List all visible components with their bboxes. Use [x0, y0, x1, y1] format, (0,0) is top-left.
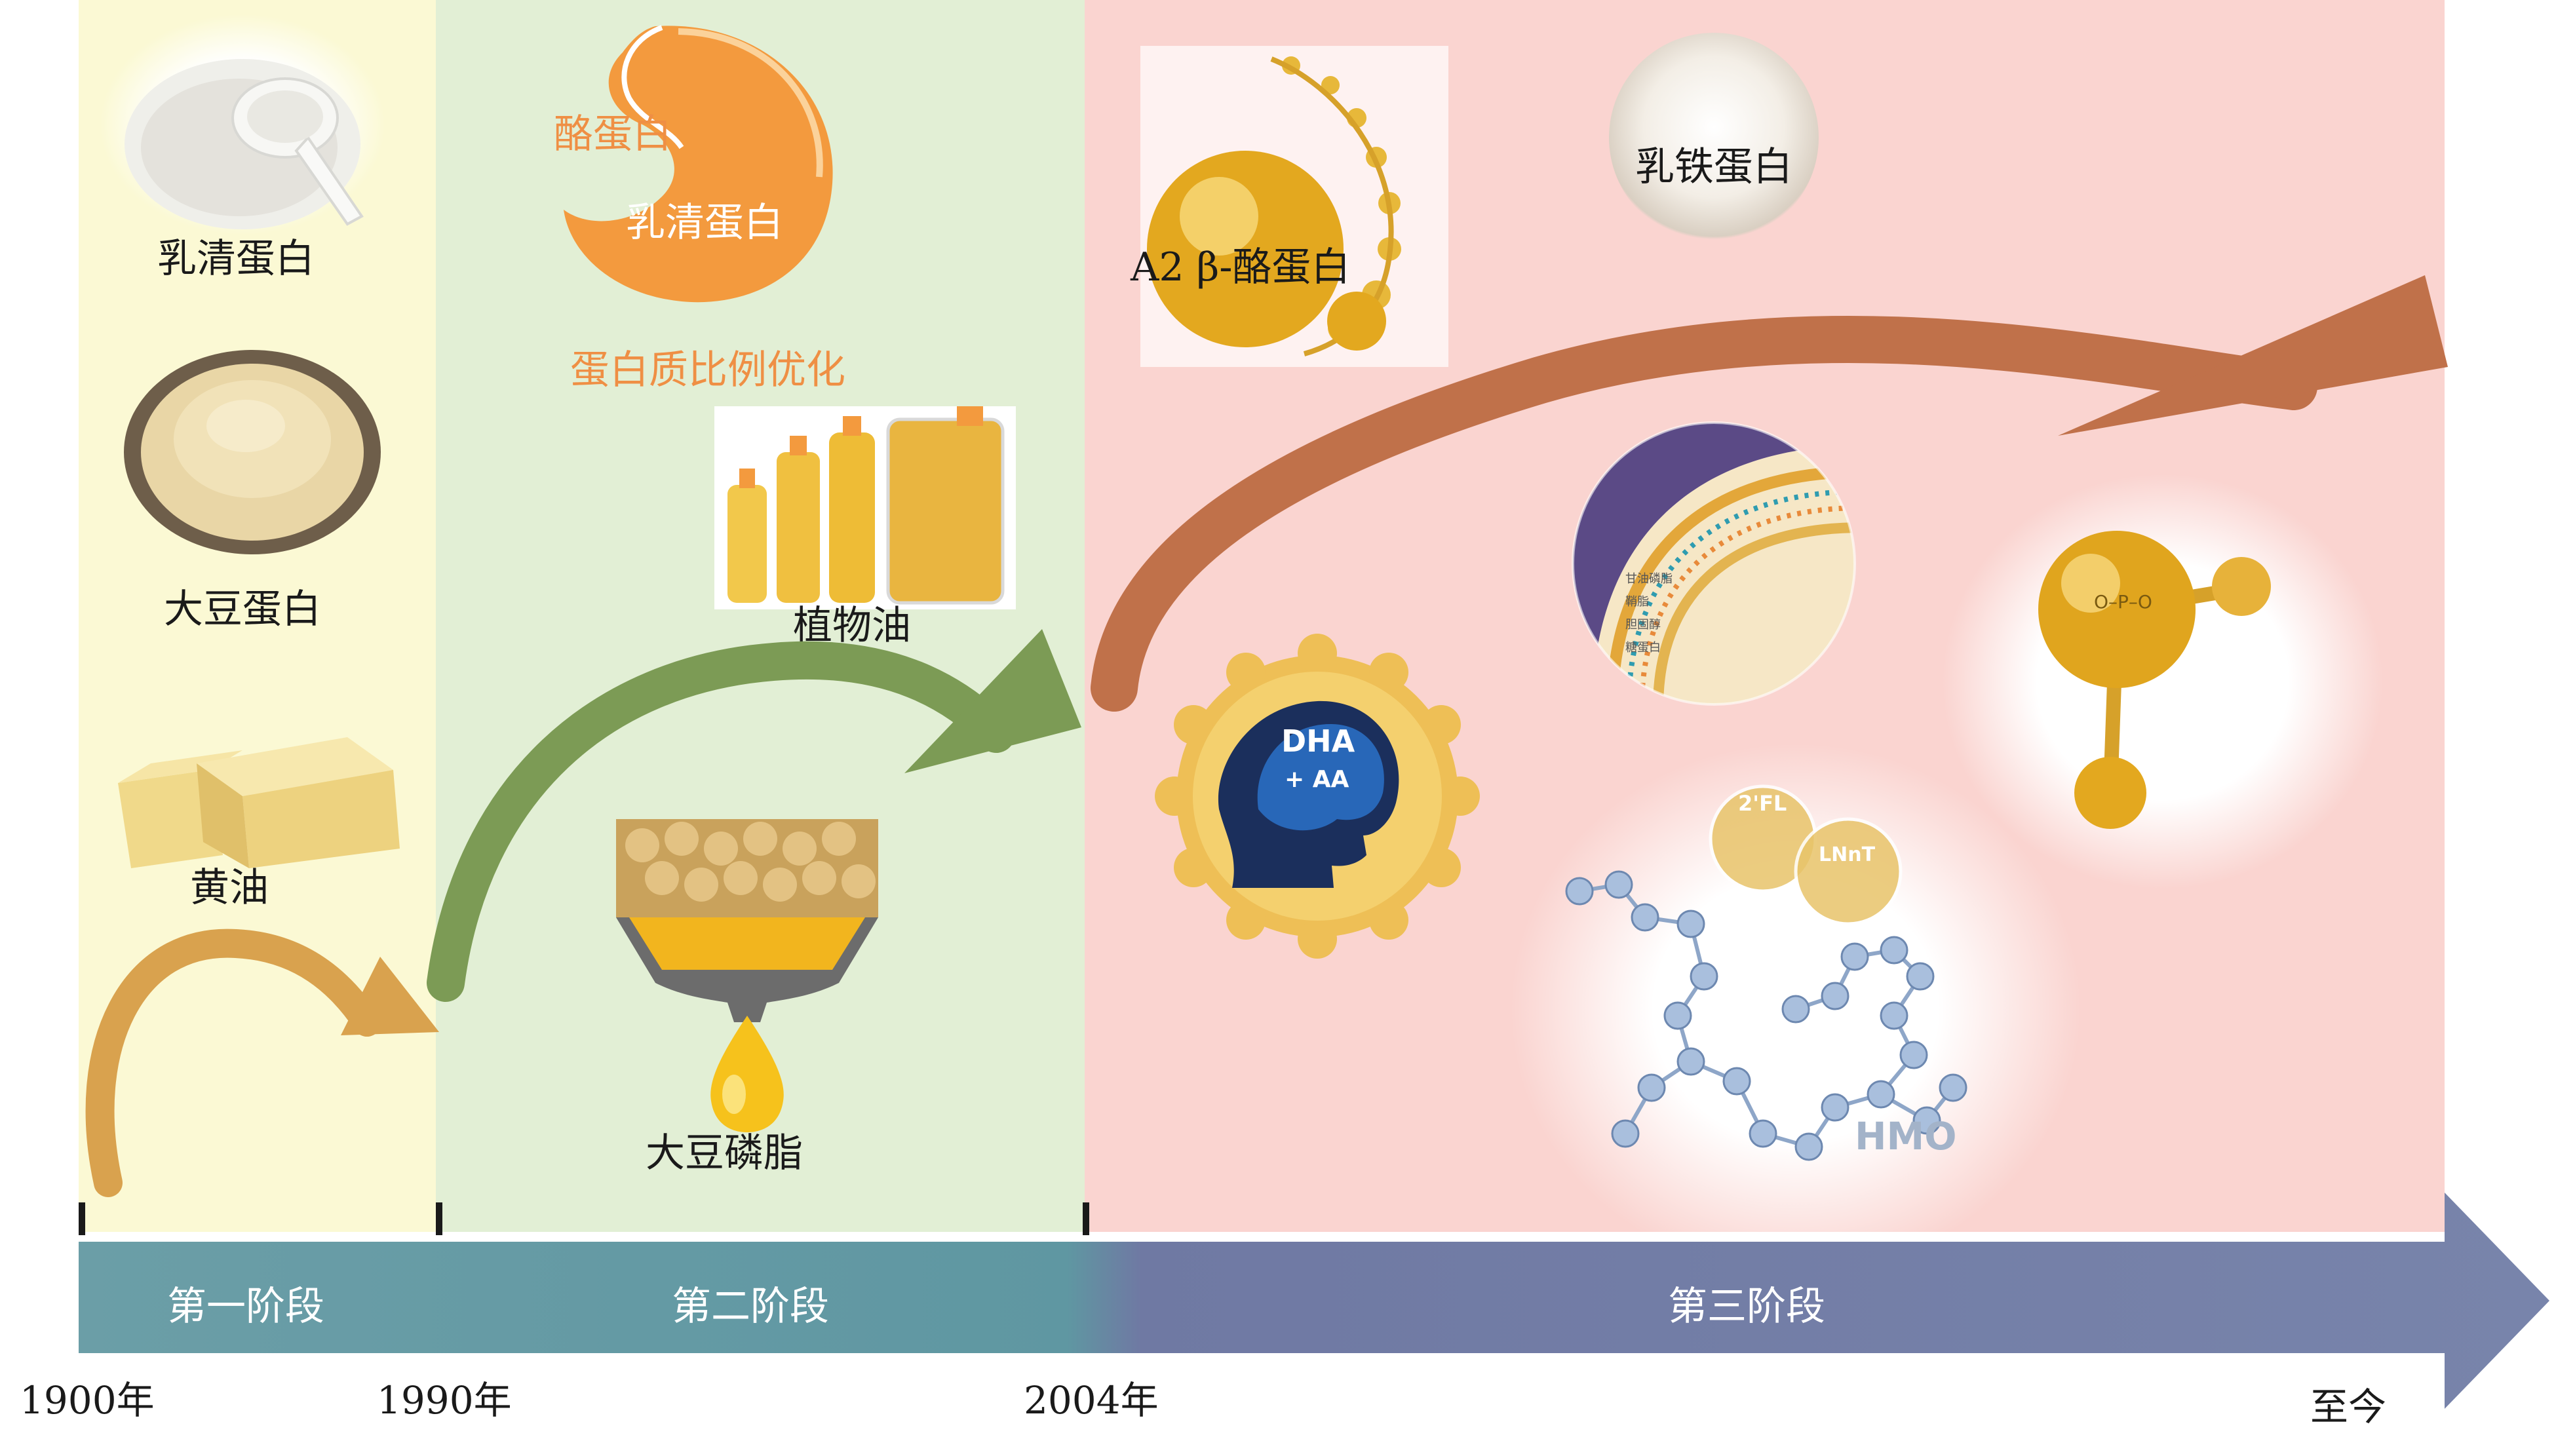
stage-one-arrow [85, 929, 381, 1197]
vegetable-oil-label: 植物油 [793, 603, 911, 649]
opo-label: O–P–O [2094, 591, 2152, 613]
mfgm-legend-cholesterol: 胆固醇 [1625, 618, 1661, 632]
dha-aa-brain-badge-image [1155, 634, 1480, 959]
a2-casein-image [1140, 46, 1448, 367]
lactoferrin-image [1609, 33, 1819, 242]
year-1900-label: 1900年 [20, 1378, 155, 1423]
a2-casein-label: A2 β-酪蛋白 [1131, 244, 1351, 290]
stage-one-label: 第一阶段 [167, 1284, 324, 1330]
protein-ratio-swirl-image [564, 25, 833, 303]
milk-fat-globule-membrane-image [1572, 421, 1856, 706]
year-2004-label: 2004年 [1024, 1378, 1159, 1423]
casein-label: 酪蛋白 [554, 111, 672, 157]
stage-two-label: 第二阶段 [672, 1284, 829, 1330]
vegetable-oil-bottles-image [714, 406, 1016, 609]
lnnt-label: LNnT [1819, 843, 1876, 866]
mfgm-legend-sphingolipid: 鞘脂 [1625, 595, 1649, 609]
stage-three-arrow [1091, 316, 2317, 712]
butter-label: 黄油 [190, 865, 269, 911]
soy-lecithin-image [616, 819, 878, 1132]
hmo-molecule-image [1565, 784, 1967, 1161]
aa-label: + AA [1285, 766, 1349, 793]
whey-protein-swirl-label: 乳清蛋白 [626, 200, 783, 246]
stage-one-arrowhead [341, 957, 439, 1035]
stage-three-label: 第三阶段 [1668, 1284, 1825, 1330]
lactoferrin-label: 乳铁蛋白 [1635, 144, 1792, 190]
protein-ratio-label: 蛋白质比例优化 [570, 347, 845, 393]
whey-protein-label: 乳清蛋白 [157, 236, 315, 282]
hmo-label: HMO [1855, 1114, 1957, 1159]
butter-image [118, 737, 400, 868]
year-present-label: 至今 [2310, 1385, 2387, 1429]
mfgm-legend-glycoprotein: 糖蛋白 [1625, 641, 1661, 655]
timeline-arrow-bar [79, 1193, 2549, 1409]
2fl-label: 2'FL [1738, 791, 1787, 816]
soy-lecithin-label: 大豆磷脂 [646, 1130, 803, 1176]
mfgm-legend-glycerophospholipid: 甘油磷脂 [1625, 572, 1673, 586]
soy-protein-label: 大豆蛋白 [164, 586, 321, 632]
stage-two-arrowhead [904, 629, 1081, 773]
image-glow [1940, 472, 2386, 891]
stage-three-arrowhead [2058, 275, 2448, 436]
year-1990-label: 1990年 [377, 1378, 512, 1423]
tick-2004 [1083, 1202, 1089, 1235]
tick-1900 [79, 1202, 85, 1235]
soy-protein-powder-image [124, 350, 381, 554]
opo-structured-lipid-image [2038, 531, 2271, 829]
whey-powder-image [125, 59, 364, 229]
stage-two-arrow [427, 641, 1015, 1002]
dha-label: DHA [1281, 723, 1355, 759]
tick-1990 [436, 1202, 442, 1235]
